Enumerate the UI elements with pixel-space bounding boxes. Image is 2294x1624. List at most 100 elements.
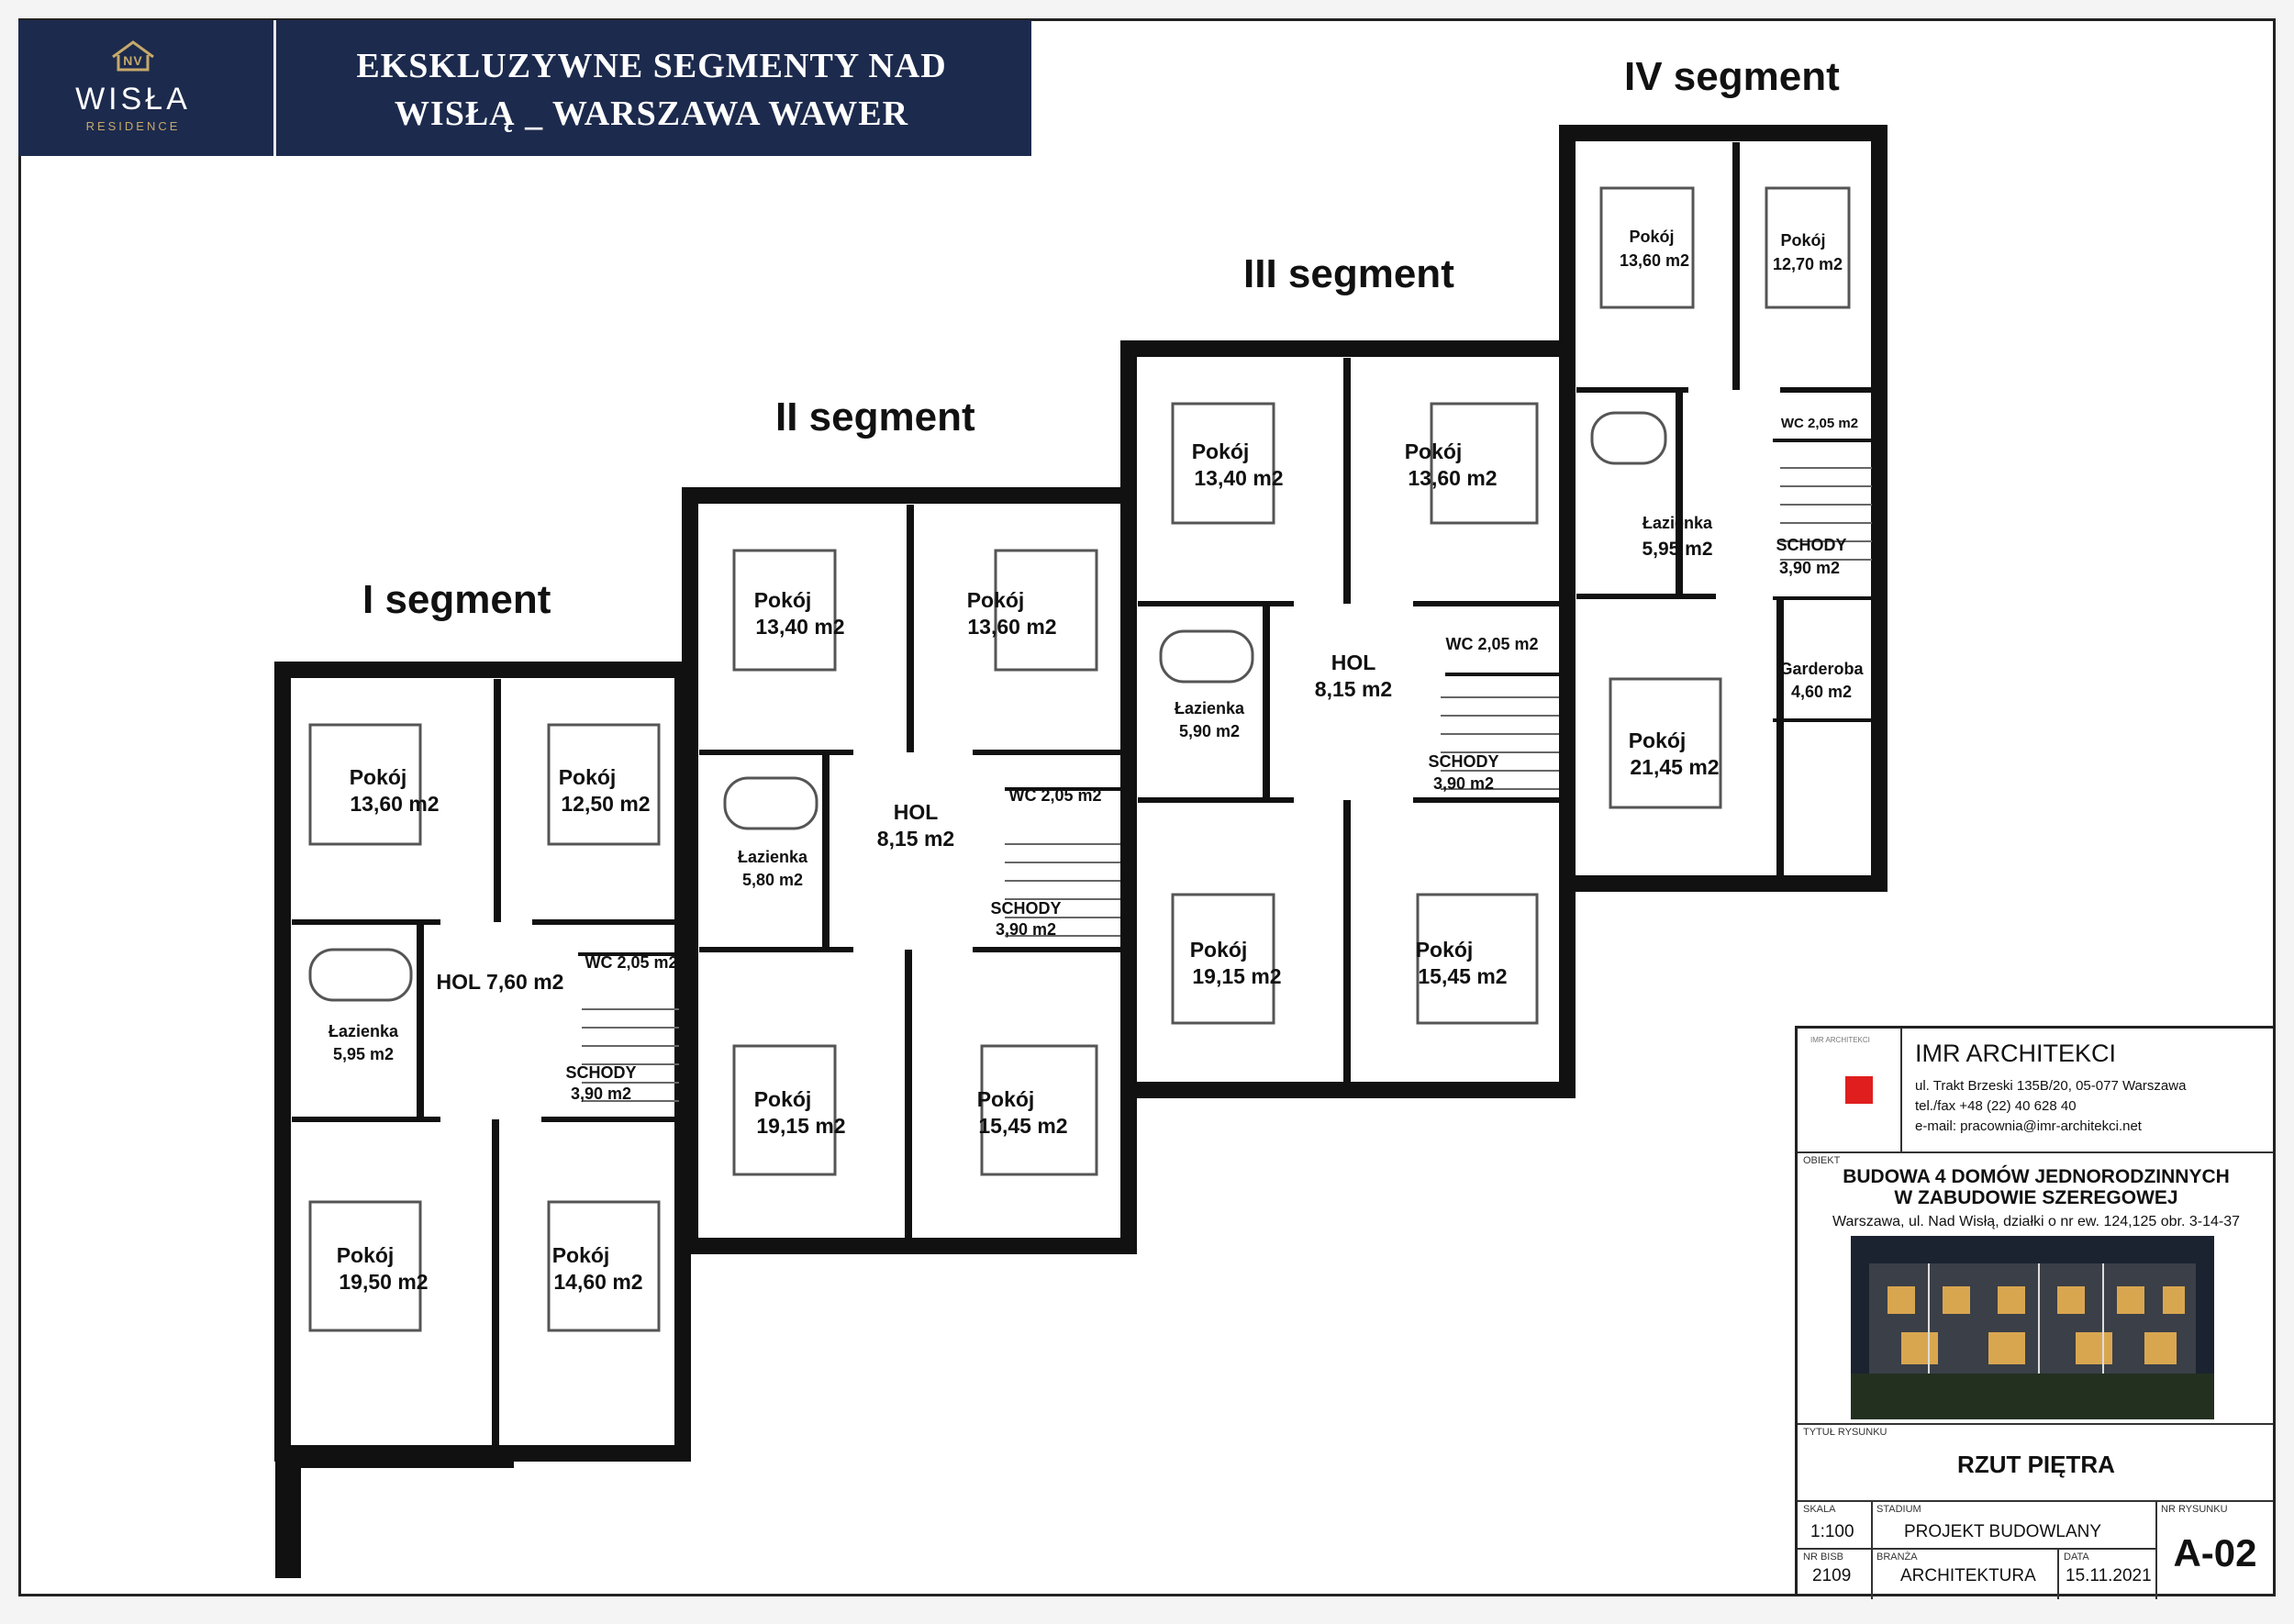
s3-room3-area: 19,15 m2	[1192, 964, 1281, 988]
segment-3-label: III segment	[1243, 251, 1454, 296]
logo-subtitle: RESIDENCE	[85, 119, 181, 133]
s3-room2-area: 13,60 m2	[1408, 466, 1497, 490]
s3-room3-name: Pokój	[1190, 938, 1248, 962]
object-line1: BUDOWA 4 DOMÓW JEDNORODZINNYCH	[1843, 1166, 2230, 1187]
drawing-title: RZUT PIĘTRA	[1957, 1451, 2115, 1478]
s3-stairs-area: 3,90 m2	[1433, 774, 1494, 793]
s2-hall-name: HOL	[894, 800, 939, 824]
segment-4-label: IV segment	[1624, 54, 1840, 99]
s3-room2-name: Pokój	[1405, 439, 1463, 463]
s1-room1-area: 13,60 m2	[350, 792, 439, 816]
title-block: IMR ARCHITEKCI IMR ARCHITEKCI ul. Trakt …	[1795, 1026, 2276, 1599]
object-label: OBIEKT	[1803, 1155, 1841, 1166]
s1-room4-name: Pokój	[552, 1243, 610, 1267]
s3-room4-name: Pokój	[1416, 938, 1474, 962]
s4-room1-area: 13,60 m2	[1620, 251, 1689, 270]
s1-stairs-name: SCHODY	[565, 1063, 636, 1082]
s4-wardrobe-area: 4,60 m2	[1791, 683, 1852, 701]
s1-bathroom-area: 5,95 m2	[333, 1045, 394, 1063]
s1-room3-area: 19,50 m2	[339, 1270, 428, 1294]
s3-bathroom-name: Łazienka	[1175, 699, 1245, 717]
drawing-no-label: NR RYSUNKU	[2161, 1504, 2228, 1515]
drawing-title-label: TYTUŁ RYSUNKU	[1803, 1427, 1888, 1438]
scale-value: 1:100	[1810, 1522, 1854, 1541]
s4-bathroom-area: 5,95 m2	[1642, 539, 1712, 560]
s4-bathroom-name: Łazienka	[1643, 514, 1713, 532]
s2-wc: WC 2,05 m2	[1008, 786, 1101, 805]
segment-2-label: II segment	[775, 395, 975, 439]
s3-room4-area: 15,45 m2	[1418, 964, 1507, 988]
s1-hall: HOL 7,60 m2	[437, 970, 564, 994]
stadium-value: PROJEKT BUDOWLANY	[1904, 1522, 2102, 1541]
s4-room3-area: 21,45 m2	[1630, 755, 1719, 779]
header-banner: NV WISŁA RESIDENCE EKSKLUZYWNE SEGMENTY …	[18, 20, 1031, 156]
segment-1-label: I segment	[362, 577, 551, 622]
bathtub-icon	[723, 776, 818, 830]
s2-room1-name: Pokój	[754, 588, 812, 612]
s2-stairs-area: 3,90 m2	[996, 920, 1056, 939]
s3-bathroom-area: 5,90 m2	[1179, 722, 1240, 740]
date-label: DATA	[2064, 1552, 2089, 1563]
s4-wardrobe-name: Garderoba	[1779, 660, 1864, 678]
s4-wc: WC 2,05 m2	[1781, 416, 1858, 431]
branza-value: ARCHITEKTURA	[1900, 1566, 2036, 1585]
logo-name: WISŁA	[75, 82, 191, 117]
banner-divider	[273, 20, 276, 156]
object-location: Warszawa, ul. Nad Wisłą, działki o nr ew…	[1832, 1214, 2241, 1229]
firm-logo-box: IMR ARCHITEKCI	[1798, 1029, 1902, 1151]
segment-4-plan: Pokój 13,60 m2 Pokój 12,70 m2 WC 2,05 m2…	[1559, 125, 1888, 892]
s2-room4-area: 15,45 m2	[978, 1114, 1067, 1138]
s3-wc: WC 2,05 m2	[1445, 635, 1538, 653]
s4-room2-area: 12,70 m2	[1773, 255, 1843, 273]
segment-2-plan: Pokój 13,40 m2 Pokój 13,60 m2 HOL 8,15 m…	[682, 487, 1137, 1254]
s2-room3-name: Pokój	[754, 1087, 812, 1111]
s2-room3-area: 19,15 m2	[756, 1114, 845, 1138]
s4-room1-name: Pokój	[1629, 228, 1674, 246]
segment-1-bottom-wall	[275, 1453, 514, 1468]
s1-room1-name: Pokój	[350, 765, 407, 789]
drawing-number: A-02	[2173, 1531, 2257, 1574]
s1-stairs-area: 3,90 m2	[571, 1085, 631, 1103]
logo-initials: NV	[123, 53, 143, 68]
s1-room2-area: 12,50 m2	[561, 792, 650, 816]
s3-room1-area: 13,40 m2	[1194, 466, 1283, 490]
s1-bathroom-name: Łazienka	[329, 1022, 399, 1040]
banner-title-line2: WISŁĄ _ WARSZAWA WAWER	[394, 95, 909, 133]
nr-bisb-value: 2109	[1812, 1566, 1852, 1585]
object-line2: W ZABUDOWIE SZEREGOWEJ	[1894, 1187, 2178, 1208]
s2-bathroom-area: 5,80 m2	[742, 871, 803, 889]
scale-label: SKALA	[1803, 1504, 1836, 1515]
s4-room2-name: Pokój	[1780, 231, 1825, 250]
s3-hall-name: HOL	[1331, 651, 1376, 674]
s2-stairs-name: SCHODY	[990, 899, 1061, 918]
s1-room2-name: Pokój	[559, 765, 617, 789]
nr-bisb-label: NR BISB	[1803, 1552, 1844, 1563]
s3-stairs-name: SCHODY	[1428, 752, 1498, 771]
house-logo-icon	[112, 40, 154, 72]
s2-room1-area: 13,40 m2	[755, 615, 844, 639]
segment-1-left-stub-wall	[275, 1450, 301, 1578]
brand-logo: NV WISŁA RESIDENCE	[55, 37, 211, 147]
firm-address: ul. Trakt Brzeski 135B/20, 05-077 Warsza…	[1915, 1078, 2187, 1094]
banner-title-line1: EKSKLUZYWNE SEGMENTY NAD	[356, 47, 947, 85]
s1-room3-name: Pokój	[337, 1243, 395, 1267]
branza-label: BRANŻA	[1876, 1552, 1918, 1563]
stadium-label: STADIUM	[1876, 1504, 1921, 1515]
firm-email: e-mail: pracownia@imr-architekci.net	[1915, 1118, 2142, 1134]
s2-hall-area: 8,15 m2	[877, 827, 954, 851]
banner-title: EKSKLUZYWNE SEGMENTY NAD WISŁĄ _ WARSZAW…	[321, 42, 982, 138]
s4-room3-name: Pokój	[1629, 729, 1687, 752]
s2-bathroom-name: Łazienka	[738, 848, 808, 866]
firm-phone: tel./fax +48 (22) 40 628 40	[1915, 1098, 2077, 1114]
date-value: 15.11.2021	[2066, 1566, 2152, 1585]
segment-1-plan: Pokój 13,60 m2 Pokój 12,50 m2 HOL 7,60 m…	[274, 662, 691, 1578]
s3-hall-area: 8,15 m2	[1315, 677, 1392, 701]
bathtub-icon	[1159, 629, 1254, 684]
bathtub-icon	[308, 948, 413, 1002]
firm-logo-square-icon	[1845, 1076, 1873, 1104]
building-render-image	[1851, 1236, 2214, 1419]
s1-room4-area: 14,60 m2	[553, 1270, 642, 1294]
s3-room1-name: Pokój	[1192, 439, 1250, 463]
s2-room2-name: Pokój	[967, 588, 1025, 612]
